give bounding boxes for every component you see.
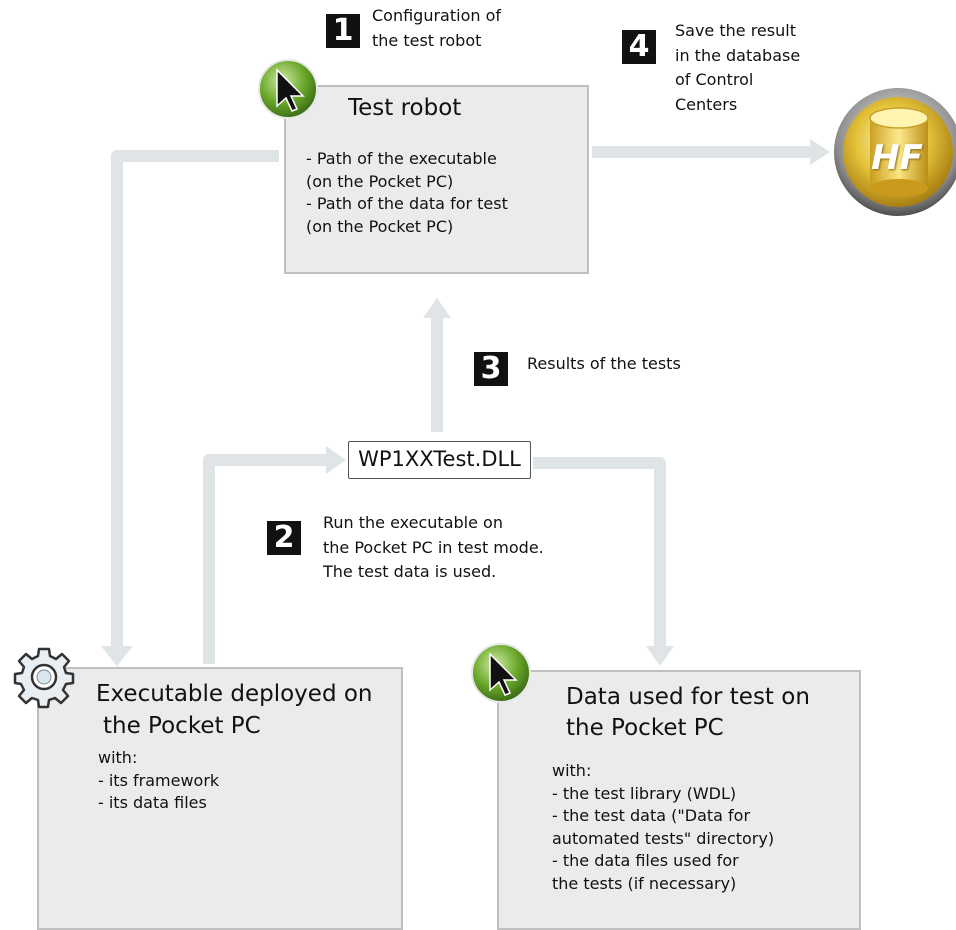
- arrow-robot-to-executable: [111, 150, 279, 648]
- step-2-badge: 2: [267, 521, 301, 555]
- arrowhead-dll: [326, 446, 346, 474]
- step-3-badge: 3: [474, 352, 508, 386]
- step-2-line: the Pocket PC in test mode.: [323, 537, 544, 557]
- data-title-line-2: the Pocket PC: [566, 715, 724, 741]
- step-1-text: Configuration of the test robot: [372, 4, 501, 53]
- test-robot-line: (on the Pocket PC): [306, 216, 454, 236]
- step-2-line: The test data is used.: [323, 562, 497, 581]
- data-title-line-1: Data used for test on: [566, 684, 810, 710]
- step-3-line: Results of the tests: [527, 354, 681, 373]
- database-hf-graphic: [834, 88, 956, 216]
- step-4-text: Save the result in the database of Contr…: [675, 19, 800, 117]
- arrowhead-executable: [101, 646, 133, 666]
- executable-title-line-1: Executable deployed on: [96, 681, 373, 707]
- step-1-line: the test robot: [372, 30, 482, 50]
- cursor-green-icon: [471, 643, 531, 703]
- executable-box: Executable deployed on the Pocket PC wit…: [37, 667, 403, 930]
- data-line: the tests (if necessary): [552, 873, 737, 893]
- executable-line: - its data files: [98, 793, 207, 812]
- step-4-line: Save the result: [675, 21, 796, 40]
- cursor-green-icon: [258, 59, 318, 119]
- data-line: - the data files used for: [552, 851, 739, 870]
- executable-line: - its framework: [98, 770, 220, 790]
- test-robot-details: - Path of the executable (on the Pocket …: [306, 148, 508, 238]
- data-line: automated tests" directory): [552, 828, 775, 848]
- gear-icon: [13, 647, 75, 709]
- step-4-line: in the database: [675, 45, 801, 65]
- test-robot-line: - Path of the executable: [306, 149, 497, 168]
- data-box: Data used for test on the Pocket PC with…: [497, 670, 861, 930]
- arrow-dll-to-data: [533, 457, 666, 648]
- data-line: with:: [552, 761, 592, 780]
- test-robot-line: (on the Pocket PC): [306, 171, 454, 191]
- step-2-line: Run the executable on: [323, 513, 503, 532]
- dll-label: WP1XXTest.DLL: [348, 441, 531, 479]
- data-line: - the test library (WDL): [552, 783, 737, 803]
- step-2-text: Run the executable on the Pocket PC in t…: [323, 511, 544, 585]
- executable-details: with: - its framework - its data files: [98, 747, 219, 815]
- test-robot-title: Test robot: [348, 95, 462, 121]
- step-3-text: Results of the tests: [527, 352, 681, 377]
- step-1-line: Configuration of: [372, 6, 502, 25]
- executable-line: with:: [98, 748, 138, 767]
- data-details: with: - the test library (WDL) - the tes…: [552, 760, 774, 895]
- database-hf-icon: HF: [832, 86, 956, 218]
- executable-title-line-2: the Pocket PC: [103, 713, 261, 739]
- step-4-badge: 4: [622, 30, 656, 64]
- arrowhead-robot: [423, 298, 451, 318]
- test-robot-line: - Path of the data for test: [306, 194, 508, 213]
- arrowhead-data: [646, 646, 674, 666]
- arrow-executable-to-dll: [203, 454, 328, 664]
- arrowhead-database: [810, 139, 830, 165]
- step-4-line: Centers: [675, 94, 738, 114]
- step-4-line: of Control: [675, 70, 754, 89]
- step-1-badge: 1: [326, 14, 360, 48]
- database-logo-text: HF: [871, 138, 923, 178]
- test-robot-box: Test robot - Path of the executable (on …: [284, 85, 589, 274]
- data-line: - the test data ("Data for: [552, 806, 751, 825]
